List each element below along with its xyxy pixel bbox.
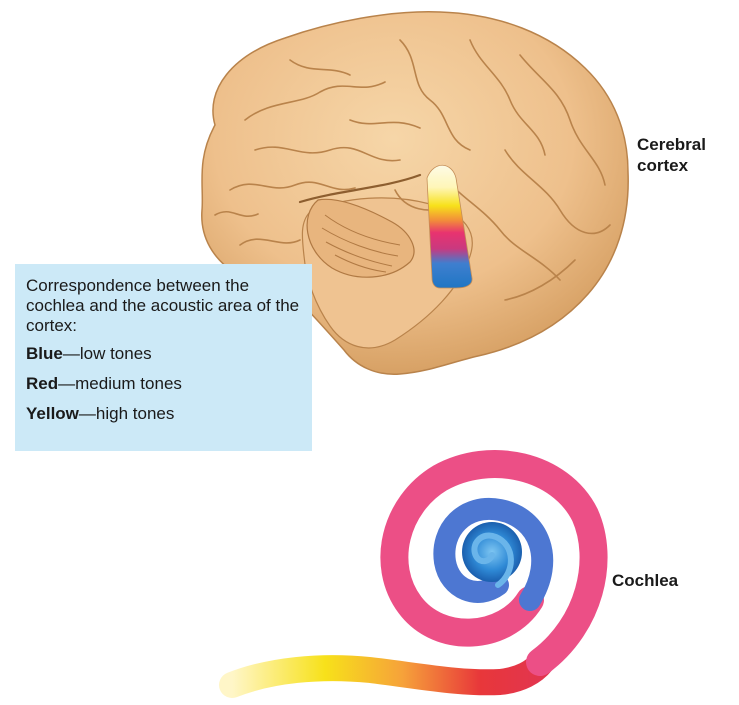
legend-heading: Correspondence between the cochlea and t… <box>26 276 311 336</box>
legend-tone-text: medium tones <box>75 374 182 393</box>
legend-row-yellow: Yellow—high tones <box>26 404 300 424</box>
legend-dash: — <box>58 374 75 393</box>
legend-tone-text: high tones <box>96 404 174 423</box>
cerebral-cortex-label: Cerebral cortex <box>637 134 737 176</box>
legend-color-name: Yellow <box>26 404 79 423</box>
legend-row-red: Red—medium tones <box>26 374 300 394</box>
legend-color-name: Red <box>26 374 58 393</box>
legend-dash: — <box>63 344 80 363</box>
cochlea-illustration <box>232 464 594 685</box>
cochlea-tail <box>232 662 542 685</box>
cochlea-label: Cochlea <box>612 570 678 591</box>
legend-row-blue: Blue—low tones <box>26 344 300 364</box>
legend-box: Correspondence between the cochlea and t… <box>15 264 312 451</box>
legend-tone-text: low tones <box>80 344 152 363</box>
legend-dash: — <box>79 404 96 423</box>
legend-color-name: Blue <box>26 344 63 363</box>
